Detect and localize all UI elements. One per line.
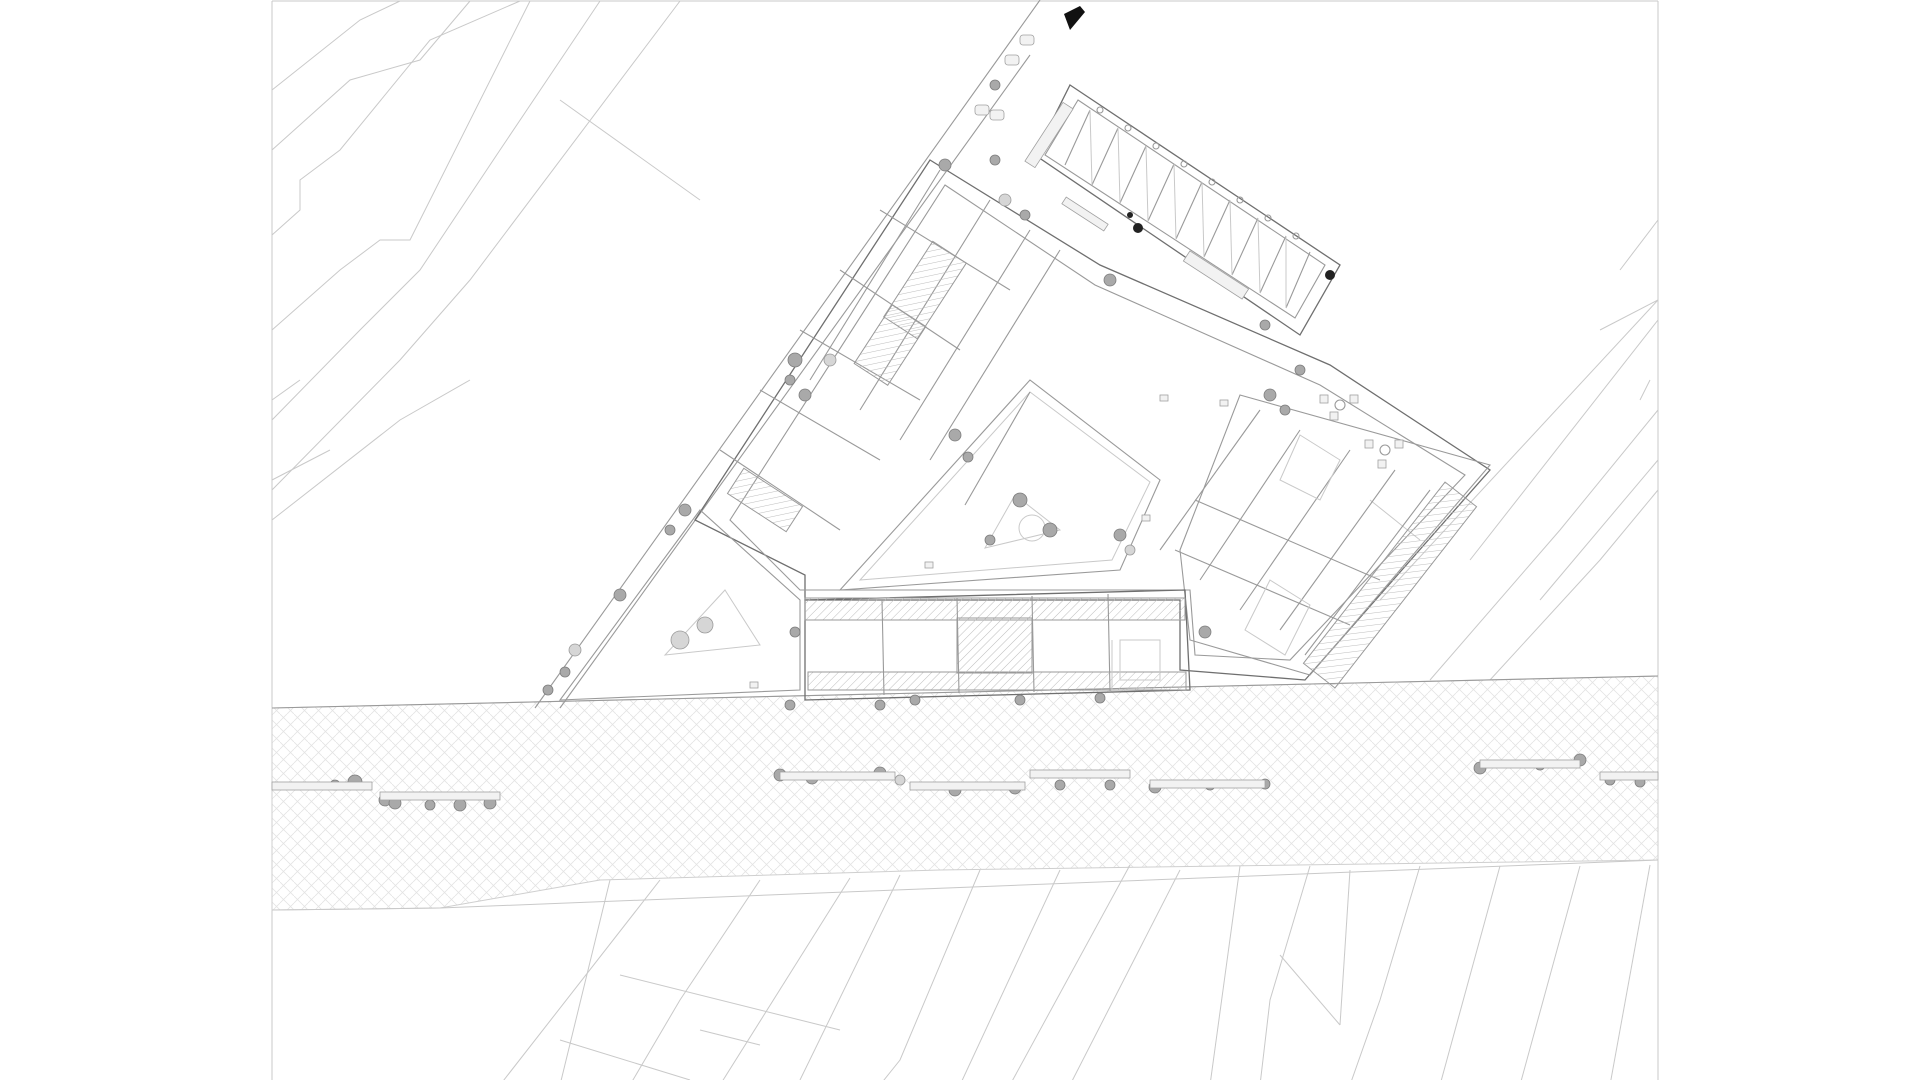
main-street [271,675,1659,911]
west-wing-grid [719,169,1061,533]
southwest-plaza [558,509,801,701]
building-outline [694,159,1491,681]
north-arrow-icon [1064,6,1085,30]
south-bar-building [804,589,1191,701]
dark-markers [1064,6,1335,280]
seating-groups [749,394,1404,689]
east-wing [1159,394,1491,689]
central-courtyard [838,379,1161,591]
bicycles-and-objects [974,34,1035,121]
north-bar-building [1024,84,1341,336]
neighbouring-parcels-east [1369,219,1659,681]
street-planters [271,759,1659,801]
neighbouring-parcels-northwest [271,0,701,521]
neighbouring-parcels-south [503,864,1651,1080]
